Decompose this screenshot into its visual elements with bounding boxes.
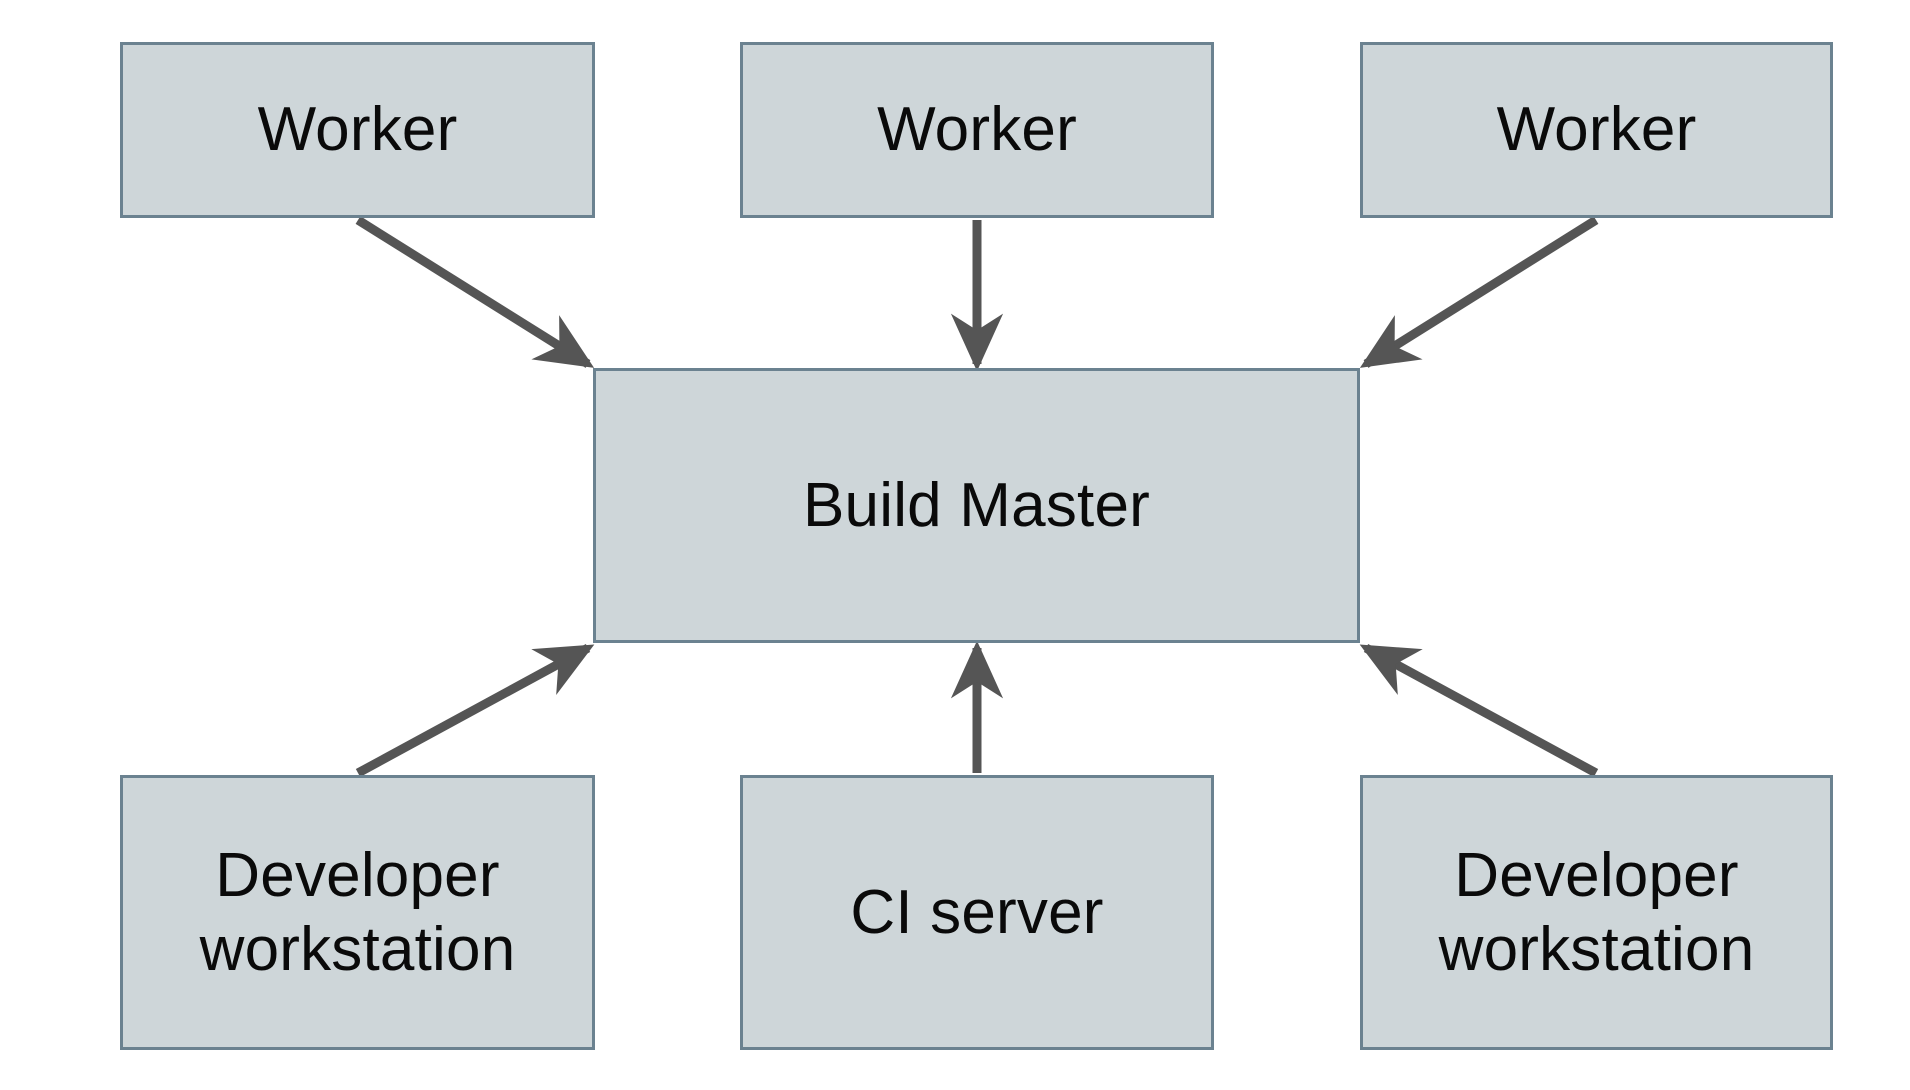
node-worker-3-label: Worker (1496, 95, 1697, 165)
node-ci-server-label: CI server (850, 877, 1104, 947)
edge-dev-workstation-2-to-build-master (1359, 644, 1599, 777)
node-developer-workstation-2-label: Developer workstation (1438, 841, 1755, 984)
node-worker-2[interactable]: Worker (740, 42, 1214, 218)
node-worker-1-label: Worker (257, 95, 458, 165)
node-developer-workstation-1[interactable]: Developer workstation (120, 775, 595, 1050)
edge-worker1-to-build-master (355, 216, 595, 368)
node-worker-2-label: Worker (877, 95, 1077, 165)
node-ci-server[interactable]: CI server (740, 775, 1214, 1050)
edge-dev-workstation-1-to-build-master (355, 644, 595, 777)
node-worker-3[interactable]: Worker (1360, 42, 1833, 218)
node-build-master-label: Build Master (803, 470, 1150, 540)
node-developer-workstation-2[interactable]: Developer workstation (1360, 775, 1833, 1050)
edge-worker3-to-build-master (1359, 216, 1599, 368)
node-developer-workstation-1-label: Developer workstation (199, 841, 516, 984)
node-worker-1[interactable]: Worker (120, 42, 595, 218)
node-build-master[interactable]: Build Master (593, 368, 1360, 643)
